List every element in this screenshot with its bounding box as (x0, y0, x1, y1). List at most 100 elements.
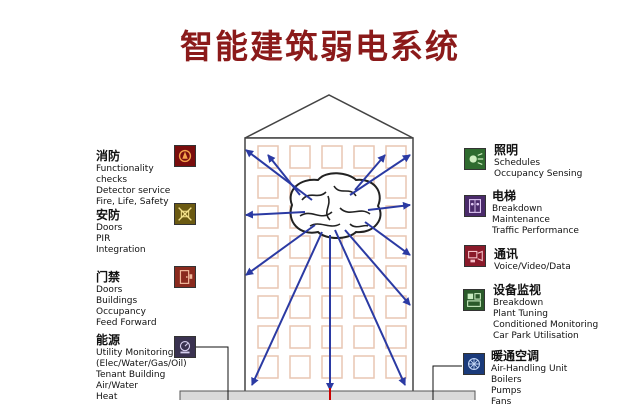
hvac-leader-line (432, 365, 462, 400)
system-access: 门禁 Doors Buildings Occupancy Feed Forwar… (96, 270, 157, 329)
system-equipment: 设备监视 Breakdown Plant Tuning Conditioned … (493, 283, 598, 342)
system-elevator: 电梯 Breakdown Maintenance Traffic Perform… (492, 189, 579, 237)
building-window (289, 145, 311, 169)
building-window (321, 355, 343, 379)
system-equipment-item: Breakdown (493, 298, 544, 308)
system-communication: 通讯 Voice/Video/Data (494, 247, 571, 273)
building-window (289, 265, 311, 289)
system-energy-item: Air/Water (96, 381, 138, 391)
security-camera-icon (174, 203, 196, 225)
building-window (257, 295, 279, 319)
arrow-to-access (245, 224, 316, 276)
connection-arrows (245, 149, 411, 391)
system-elevator-title: 电梯 (492, 189, 517, 203)
system-energy-item: (Elec/Water/Gas/Oil) (96, 359, 187, 369)
building-window (353, 235, 375, 259)
system-hvac-item: Boilers (491, 375, 522, 385)
building-window (321, 295, 343, 319)
building-window (353, 295, 375, 319)
building-window (385, 295, 407, 319)
page-title: 智能建筑弱电系统 (180, 27, 460, 66)
system-elevator-item: Breakdown (492, 204, 543, 214)
system-access-item: Occupancy (96, 307, 146, 317)
building-window (289, 235, 311, 259)
system-security-item: PIR (96, 234, 111, 244)
arrow-to-fire (245, 149, 313, 201)
building-window (257, 205, 279, 229)
access-door-icon (174, 266, 196, 288)
system-hvac-item: Fans (491, 397, 512, 407)
arrow-up-right (354, 154, 386, 191)
building-window (289, 325, 311, 349)
system-elevator-item: Maintenance (492, 215, 550, 225)
system-security-item: Integration (96, 245, 146, 255)
arrow-up-left (267, 154, 301, 196)
system-elevator-item: Traffic Performance (492, 226, 579, 236)
arrow-to-energy (251, 231, 323, 386)
communication-icon (464, 245, 486, 267)
system-fire-item: checks (96, 175, 128, 185)
arrow-to-security (245, 210, 306, 219)
equipment-monitor-icon (463, 289, 485, 311)
system-fire-item: Detector service (96, 186, 171, 196)
system-security-item: Doors (96, 223, 123, 233)
system-energy: 能源 Utility Monitoring (Elec/Water/Gas/Oi… (96, 333, 187, 403)
building-window (257, 265, 279, 289)
fire-alarm-icon (174, 145, 196, 167)
system-fire-item: Functionality (96, 164, 154, 174)
system-security-title: 安防 (96, 208, 121, 222)
building-window (385, 175, 407, 199)
energy-leader-line (196, 346, 229, 400)
building-window (321, 145, 343, 169)
building-window (289, 355, 311, 379)
system-equipment-item: Car Park Utilisation (493, 331, 579, 341)
building-window (353, 145, 375, 169)
system-energy-item: Tenant Building (96, 370, 166, 380)
system-energy-item: Heat (96, 392, 118, 402)
system-lighting-item: Occupancy Sensing (494, 169, 583, 179)
system-energy-title: 能源 (96, 333, 121, 347)
building-window (385, 205, 407, 229)
system-equipment-title: 设备监视 (493, 283, 542, 297)
system-fire-title: 消防 (96, 149, 121, 163)
system-access-item: Feed Forward (96, 318, 157, 328)
building-window (353, 325, 375, 349)
building-window (353, 355, 375, 379)
arrow-to-lighting (349, 154, 411, 196)
arrow-to-hvac (334, 229, 406, 386)
system-energy-item: Utility Monitoring (96, 348, 174, 358)
system-hvac-item: Air-Handling Unit (491, 364, 568, 374)
building-window (321, 265, 343, 289)
building-window (289, 295, 311, 319)
system-hvac: 暖通空调 Air-Handling Unit Boilers Pumps Fan… (491, 349, 567, 408)
system-hvac-item: Pumps (491, 386, 522, 396)
system-fire-item: Fire, Life, Safety (96, 197, 169, 207)
system-communication-title: 通讯 (494, 247, 519, 261)
arrow-to-elevator (367, 201, 411, 211)
building-window (385, 325, 407, 349)
system-fire: 消防 Functionality checks Detector service… (96, 149, 170, 208)
building-roof (244, 94, 414, 139)
system-security: 安防 Doors PIR Integration (96, 208, 146, 256)
system-lighting: 照明 Schedules Occupancy Sensing (494, 143, 582, 180)
energy-meter-icon (174, 336, 196, 358)
system-access-item: Doors (96, 285, 123, 295)
system-access-item: Buildings (96, 296, 138, 306)
system-equipment-item: Plant Tuning (493, 309, 548, 319)
arrow-to-communication (364, 221, 411, 256)
lighting-icon (464, 148, 486, 170)
system-lighting-item: Schedules (494, 158, 541, 168)
building-window (321, 325, 343, 349)
hvac-icon (463, 353, 485, 375)
building-window (385, 265, 407, 289)
system-hvac-title: 暖通空调 (491, 349, 540, 363)
system-equipment-item: Conditioned Monitoring (493, 320, 599, 330)
system-access-title: 门禁 (96, 270, 121, 284)
arrow-to-equipment (344, 229, 411, 306)
system-lighting-title: 照明 (494, 143, 519, 157)
elevator-icon (464, 195, 486, 217)
building-base (179, 390, 476, 400)
building-window (257, 175, 279, 199)
system-communication-item: Voice/Video/Data (494, 262, 571, 272)
